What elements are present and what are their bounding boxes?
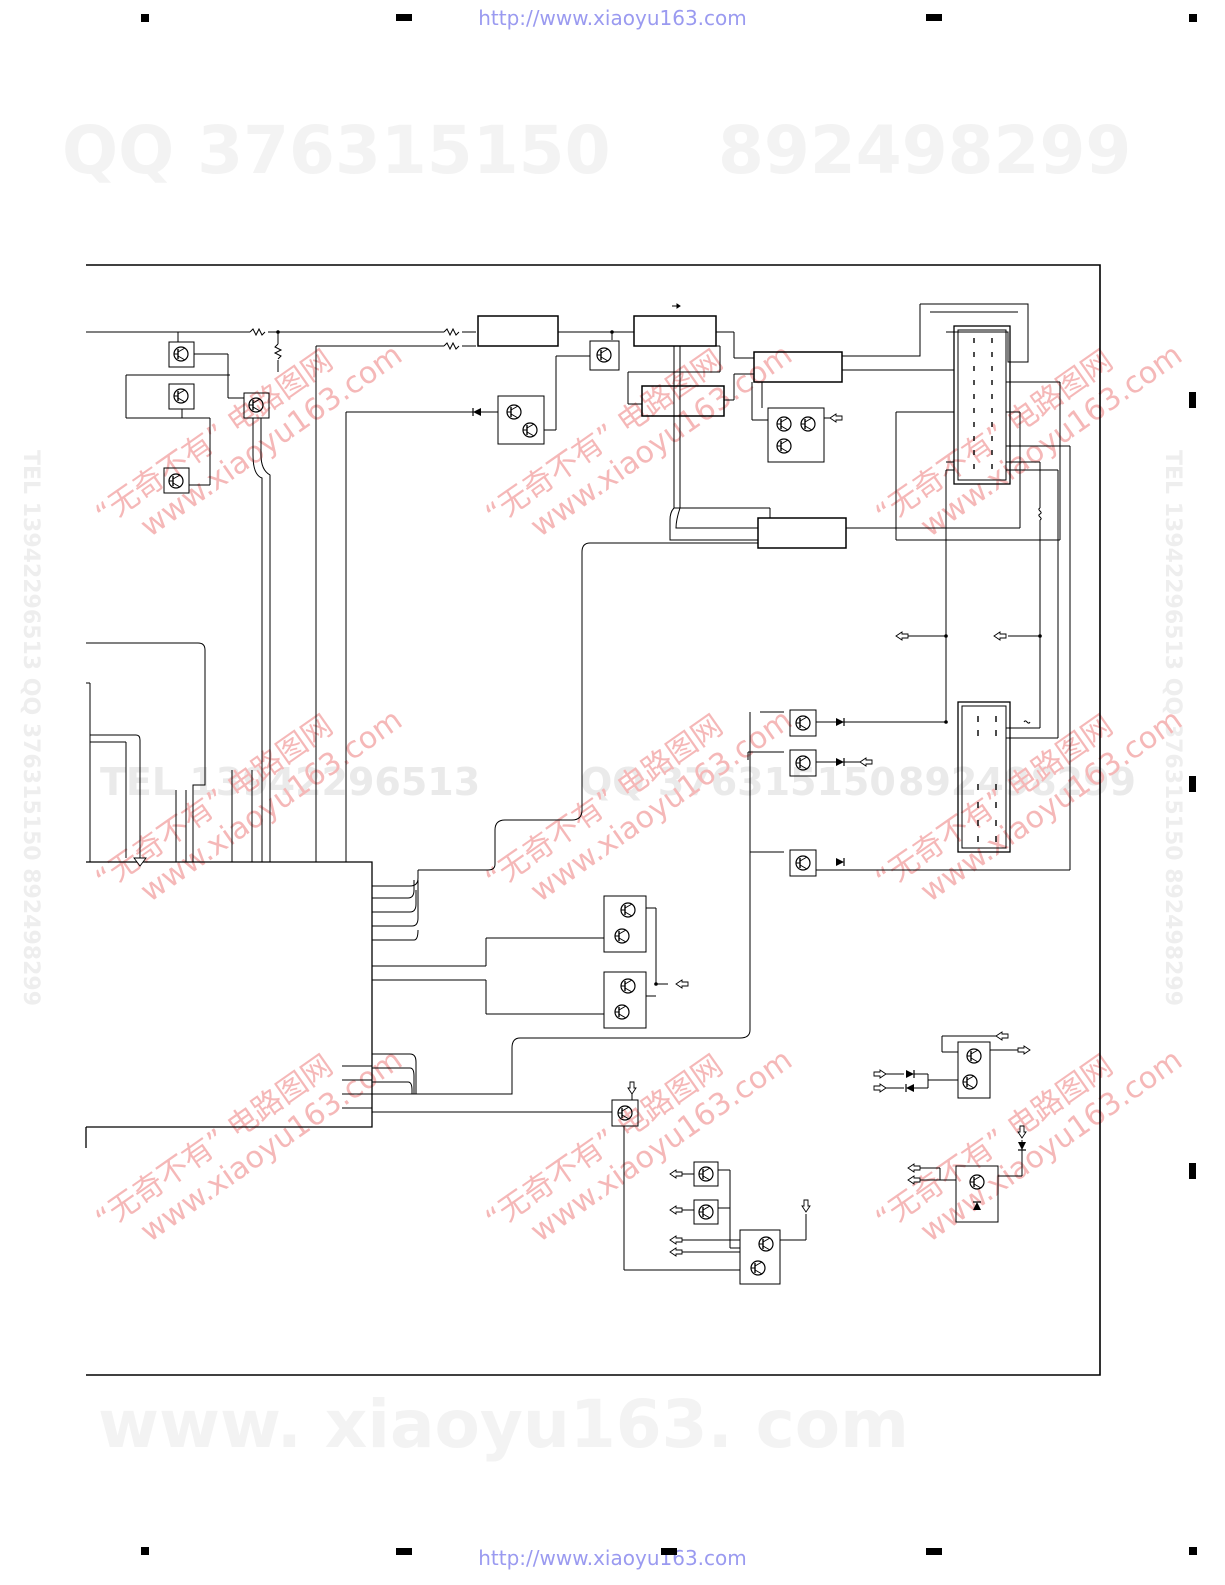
watermark-vertical-right: TEL 13942296513 QQ 376315150 892498299 — [1160, 450, 1185, 1007]
header-url[interactable]: http://www.xiaoyu163.com — [478, 6, 747, 30]
footer-url[interactable]: http://www.xiaoyu163.com — [478, 1546, 747, 1570]
reg-mark — [661, 1548, 677, 1555]
frame-border — [86, 264, 1101, 1376]
reg-mark — [1189, 1163, 1196, 1179]
main-ic-block — [86, 861, 373, 1128]
reg-mark — [926, 14, 942, 21]
reg-mark — [1189, 14, 1197, 22]
transistor-symbols — [168, 346, 985, 1276]
reg-mark — [396, 1548, 412, 1555]
watermark-bottom-url: www. xiaoyu163. com — [98, 1386, 909, 1463]
connector-cn1 — [953, 325, 1011, 485]
connector-pins — [973, 338, 997, 842]
reg-mark — [1189, 776, 1196, 792]
watermark-mid-qq: QQ 376315150 — [580, 760, 896, 804]
watermark-mid-qq2: 892498299 — [898, 760, 1136, 804]
connector-cn2 — [957, 701, 1011, 853]
junction-dots — [276, 330, 1042, 986]
reg-mark — [1189, 392, 1196, 408]
watermark-qq2: 892498299 — [718, 112, 1132, 189]
ic-block-1 — [477, 315, 559, 347]
ic-block-3 — [641, 385, 725, 417]
ic-block-2 — [633, 315, 717, 347]
reg-mark — [141, 14, 149, 22]
reg-mark — [141, 1547, 149, 1555]
watermark-tel: TEL 13942296513 — [100, 760, 481, 804]
reg-mark — [926, 1548, 942, 1555]
reg-mark — [396, 14, 412, 21]
ic-block-4 — [753, 351, 843, 383]
reg-mark — [1189, 1547, 1197, 1555]
ic-block-5 — [757, 517, 847, 549]
arrow-flags — [133, 413, 1031, 1257]
watermark-qq: QQ 376315150 — [62, 112, 611, 189]
watermark-vertical-left: TEL 13942296513 QQ 376315150 892498299 — [18, 450, 43, 1007]
